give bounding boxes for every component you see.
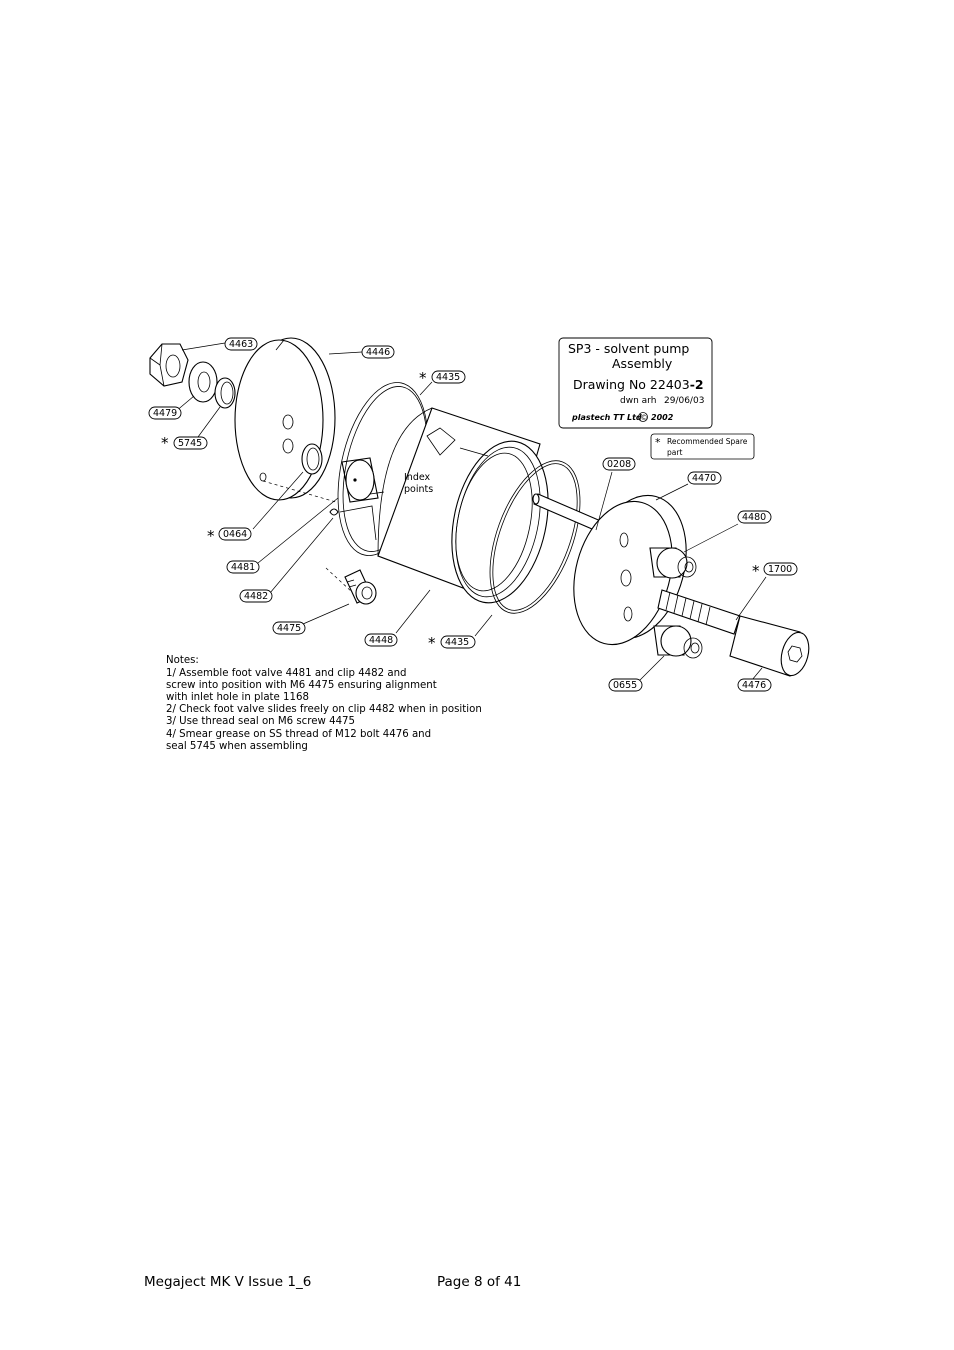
svg-text:0464: 0464 bbox=[223, 529, 247, 540]
svg-text:4479: 4479 bbox=[153, 408, 177, 419]
part-label-4475: 4475 bbox=[272, 621, 306, 635]
drawn-date: 29/06/03 bbox=[664, 396, 704, 406]
svg-text:4480: 4480 bbox=[742, 512, 766, 523]
part-label-1700: 1700 bbox=[763, 562, 798, 576]
part-label-4435-top: 4435 bbox=[431, 370, 466, 384]
svg-text:4476: 4476 bbox=[742, 680, 766, 691]
copyright-year: 2002 bbox=[651, 413, 674, 422]
svg-text:4448: 4448 bbox=[369, 635, 393, 646]
fitting-0655 bbox=[653, 625, 703, 659]
part-label-0208: 0208 bbox=[602, 457, 636, 471]
note-line: 1/ Assemble foot valve 4481 and clip 448… bbox=[166, 668, 407, 679]
screw-4475 bbox=[344, 569, 377, 605]
svg-text:4481: 4481 bbox=[231, 562, 255, 573]
note-line: 4/ Smear grease on SS thread of M12 bolt… bbox=[166, 729, 431, 740]
svg-text:Index: Index bbox=[404, 472, 431, 483]
part-label-5745: 5745 bbox=[173, 436, 208, 450]
part-label-0464: 0464 bbox=[218, 527, 252, 541]
title-block: SP3 - solvent pump Assembly Drawing No 2… bbox=[558, 337, 713, 429]
spare-star-icon: * bbox=[207, 527, 215, 545]
part-label-4435-bottom: 4435 bbox=[440, 635, 476, 649]
seal-0464 bbox=[301, 443, 323, 475]
legend-line-2: part bbox=[667, 448, 682, 457]
part-label-4480: 4480 bbox=[737, 510, 772, 524]
svg-text:4470: 4470 bbox=[692, 473, 716, 484]
svg-text:4482: 4482 bbox=[244, 591, 268, 602]
part-label-4476: 4476 bbox=[737, 678, 772, 692]
fitting-4480 bbox=[649, 547, 697, 579]
copyright-symbol: © bbox=[641, 414, 648, 422]
title-line-2: Assembly bbox=[612, 356, 673, 371]
spare-star-icon: * bbox=[428, 634, 436, 652]
bolt-4476 bbox=[657, 589, 810, 677]
footer-page-number: Page 8 of 41 bbox=[437, 1274, 522, 1290]
spare-part-legend: * Recommended Spare part bbox=[650, 433, 755, 460]
svg-text:4475: 4475 bbox=[277, 623, 301, 634]
o-ring-4435-right bbox=[489, 460, 581, 614]
svg-text:0208: 0208 bbox=[607, 459, 631, 470]
part-labels: 4463 4479 * 5745 4446 * 4435 * 0464 4481 bbox=[148, 337, 798, 692]
drawing-number: Drawing No 22403-2 bbox=[573, 377, 704, 392]
part-label-4481: 4481 bbox=[226, 560, 260, 574]
note-line: with inlet hole in plate 1168 bbox=[166, 692, 309, 703]
svg-text:5745: 5745 bbox=[178, 438, 202, 449]
note-line: 2/ Check foot valve slides freely on cli… bbox=[166, 704, 482, 715]
svg-text:4435: 4435 bbox=[436, 372, 460, 383]
parts-geometry bbox=[149, 337, 810, 677]
svg-text:4463: 4463 bbox=[229, 339, 253, 350]
part-label-4446: 4446 bbox=[361, 345, 395, 359]
assembly-notes: Notes: 1/ Assemble foot valve 4481 and c… bbox=[166, 655, 482, 752]
clip-4482 bbox=[329, 505, 377, 541]
part-label-4470: 4470 bbox=[687, 471, 722, 485]
part-label-4448: 4448 bbox=[364, 633, 398, 647]
pump-body-4448 bbox=[377, 407, 549, 604]
washer-4479 bbox=[188, 361, 218, 403]
drawn-by: dwn arh bbox=[620, 396, 656, 406]
copyright-icon bbox=[638, 412, 648, 422]
note-line: screw into position with M6 4475 ensurin… bbox=[166, 680, 437, 691]
part-label-4482: 4482 bbox=[239, 589, 273, 603]
company-name: plastech TT Ltd bbox=[571, 413, 642, 422]
foot-valve-4481 bbox=[341, 457, 385, 503]
svg-text:4446: 4446 bbox=[366, 347, 390, 358]
legend-line-1: Recommended Spare bbox=[667, 437, 748, 446]
note-line: seal 5745 when assembling bbox=[166, 741, 308, 752]
end-plate-4446 bbox=[234, 337, 336, 501]
star-icon: * bbox=[655, 436, 661, 449]
spare-star-icon: * bbox=[419, 369, 427, 387]
part-label-4463: 4463 bbox=[224, 337, 258, 351]
index-points-label: Index points bbox=[404, 472, 433, 495]
spare-star-icon: * bbox=[752, 562, 760, 580]
svg-text:points: points bbox=[404, 484, 433, 495]
seal-5745 bbox=[214, 377, 236, 409]
spare-star-icon: * bbox=[161, 434, 169, 452]
svg-text:0655: 0655 bbox=[613, 680, 637, 691]
part-label-0655: 0655 bbox=[608, 678, 643, 692]
svg-text:4435: 4435 bbox=[445, 637, 469, 648]
part-label-4479: 4479 bbox=[148, 406, 182, 420]
svg-text:1700: 1700 bbox=[768, 564, 792, 575]
note-line: 3/ Use thread seal on M6 screw 4475 bbox=[166, 716, 355, 727]
hex-nut-4463 bbox=[149, 343, 189, 387]
title-line-1: SP3 - solvent pump bbox=[568, 341, 689, 356]
footer-document-title: Megaject MK V Issue 1_6 bbox=[144, 1274, 312, 1290]
alignment-line bbox=[262, 480, 337, 503]
notes-heading: Notes: bbox=[166, 655, 199, 666]
